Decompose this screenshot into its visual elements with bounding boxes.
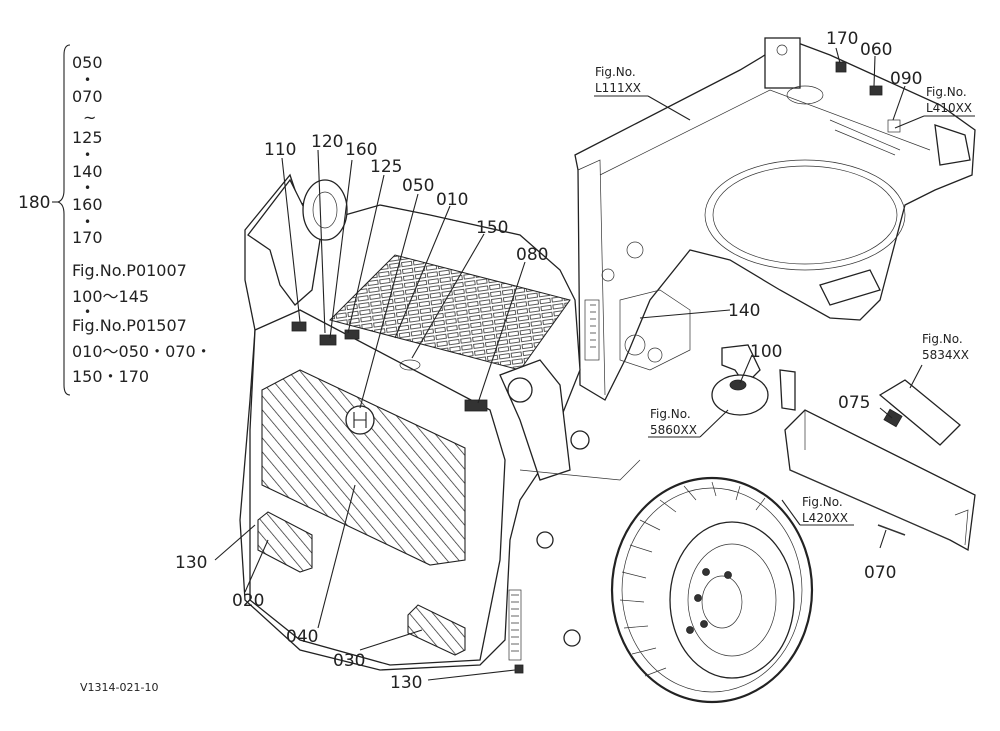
- figure-references: Fig.No. L111XX Fig.No. L410XX Fig.No. 58…: [595, 65, 972, 525]
- legend-line-13: 100～145: [72, 287, 149, 306]
- legend-line-17: 150・170: [72, 367, 149, 386]
- diagram-code: V1314-021-10: [80, 681, 158, 694]
- callout-080: 080: [516, 245, 548, 265]
- legend-line-6: •: [84, 148, 91, 162]
- legend-number: 180: [18, 193, 50, 213]
- callout-040: 040: [286, 627, 318, 647]
- callout-050: 050: [402, 176, 434, 196]
- callout-150: 150: [476, 218, 508, 238]
- legend-line-3: 070: [72, 87, 103, 106]
- figref-5834-line1: Fig.No.: [922, 332, 963, 346]
- figref-5860-line1: Fig.No.: [650, 407, 691, 421]
- callout-110: 110: [264, 140, 296, 160]
- legend-line-10: •: [84, 215, 91, 229]
- callout-125: 125: [370, 157, 402, 177]
- legend-line-12: Fig.No.P01007: [72, 261, 187, 280]
- callout-030: 030: [333, 651, 365, 671]
- figref-l111-line1: Fig.No.: [595, 65, 636, 79]
- main-body-drawing: [239, 173, 641, 674]
- callout-170: 170: [826, 29, 858, 49]
- callout-070: 070: [864, 563, 896, 583]
- callout-130-upper: 130: [175, 553, 207, 573]
- callouts: 110 120 160 125 050 010 150 080 140 100 …: [175, 29, 922, 693]
- legend-line-8: •: [84, 181, 91, 195]
- figref-l111-line2: L111XX: [595, 81, 641, 95]
- callout-100: 100: [750, 342, 782, 362]
- figref-l420-line1: Fig.No.: [802, 495, 843, 509]
- legend-line-15: Fig.No.P01507: [72, 316, 187, 335]
- legend-line-14: •: [84, 305, 91, 319]
- callout-090: 090: [890, 69, 922, 89]
- callout-020: 020: [232, 591, 264, 611]
- callout-140: 140: [728, 301, 760, 321]
- callout-120: 120: [311, 132, 343, 152]
- legend-line-4: ~: [83, 108, 96, 127]
- legend-block: 180 050 • 070 ~ 125 • 140 • 160 • 170 Fi…: [18, 44, 212, 396]
- legend-line-1: 050: [72, 53, 103, 72]
- legend-line-16: 010～050・070・: [72, 342, 212, 361]
- part-100-drawing: [711, 344, 796, 416]
- cover-l420-drawing: [784, 409, 976, 552]
- callout-075: 075: [838, 393, 870, 413]
- figref-5834-line2: 5834XX: [922, 348, 969, 362]
- figref-l410-line2: L410XX: [926, 101, 972, 115]
- callout-060: 060: [860, 40, 892, 60]
- legend-line-5: 125: [72, 128, 103, 147]
- tire-drawing: [610, 476, 814, 704]
- figref-l410-line1: Fig.No.: [926, 85, 967, 99]
- upper-frame-drawing: [574, 37, 976, 401]
- callout-010: 010: [436, 190, 468, 210]
- callout-160: 160: [345, 140, 377, 160]
- figref-5860-line2: 5860XX: [650, 423, 697, 437]
- callout-130-lower: 130: [390, 673, 422, 693]
- legend-line-11: 170: [72, 228, 103, 247]
- legend-line-2: •: [84, 73, 91, 87]
- legend-line-7: 140: [72, 162, 103, 181]
- plate-5834-drawing: [878, 379, 961, 446]
- leader-lines: [214, 47, 975, 681]
- legend-line-9: 160: [72, 195, 103, 214]
- figref-l420-line2: L420XX: [802, 511, 848, 525]
